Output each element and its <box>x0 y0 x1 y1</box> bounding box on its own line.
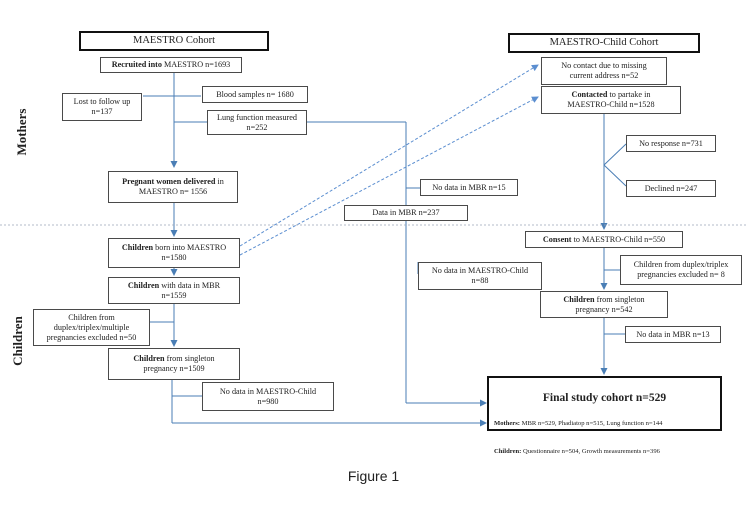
contacted-box: Contacted to partake in MAESTRO-Child n=… <box>541 86 681 114</box>
pregnant-women-box: Pregnant women delivered in MAESTRO n= 1… <box>108 171 238 203</box>
mothers-label: Mothers <box>14 108 29 156</box>
children-label: Children <box>10 316 25 366</box>
no-response-box: No response n=731 <box>626 135 716 152</box>
duplex-excluded-box: Children from duplex/triplex pregnancies… <box>620 255 742 285</box>
final-study-cohort-box: Final study cohort n=529 Mothers: MBR n=… <box>487 376 722 455</box>
data-mbr-237-box: Data in MBR n=237 <box>344 205 468 221</box>
maestro-child-cohort-header: MAESTRO-Child Cohort <box>508 33 700 53</box>
no-data-mbr-13-box: No data in MBR n=13 <box>625 326 721 343</box>
consent-box: Consent to MAESTRO-Child n=550 <box>525 231 683 248</box>
final-cohort-title: Final study cohort n=529 <box>542 392 667 404</box>
no-data-child-88-box: No data in MAESTRO-Child n=88 <box>418 262 542 290</box>
figure-caption: Figure 1 <box>347 468 400 484</box>
singleton-right-box: Children from singleton pregnancy n=542 <box>540 291 668 318</box>
children-born-box: Children born into MAESTRO n=1580 <box>108 238 240 268</box>
no-data-mbr-15-box: No data in MBR n=15 <box>420 179 518 196</box>
multiple-pregnancies-excluded-box: Children from duplex/triplex/multiple pr… <box>33 309 150 346</box>
recruited-box: Recruited into MAESTRO n=1693 <box>100 57 242 73</box>
final-mothers-line: Mothers: MBR n=529, Phadiatop n=515, Lun… <box>494 420 663 427</box>
no-data-child-980-box: No data in MAESTRO-Child n=980 <box>202 382 334 411</box>
blood-samples-box: Blood samples n= 1680 <box>202 86 308 103</box>
declined-box: Declined n=247 <box>626 180 716 197</box>
final-children-line: Children: Questionnaire n=504, Growth me… <box>494 448 660 455</box>
lost-to-follow-up-box: Lost to follow up n=137 <box>62 93 142 121</box>
lung-function-box: Lung function measured n=252 <box>207 110 307 135</box>
no-contact-box: No contact due to missing current addres… <box>541 57 667 85</box>
children-mbr-box: Children with data in MBR n=1559 <box>108 277 240 304</box>
singleton-left-box: Children from singleton pregnancy n=1509 <box>108 348 240 380</box>
maestro-cohort-header: MAESTRO Cohort <box>79 31 269 51</box>
